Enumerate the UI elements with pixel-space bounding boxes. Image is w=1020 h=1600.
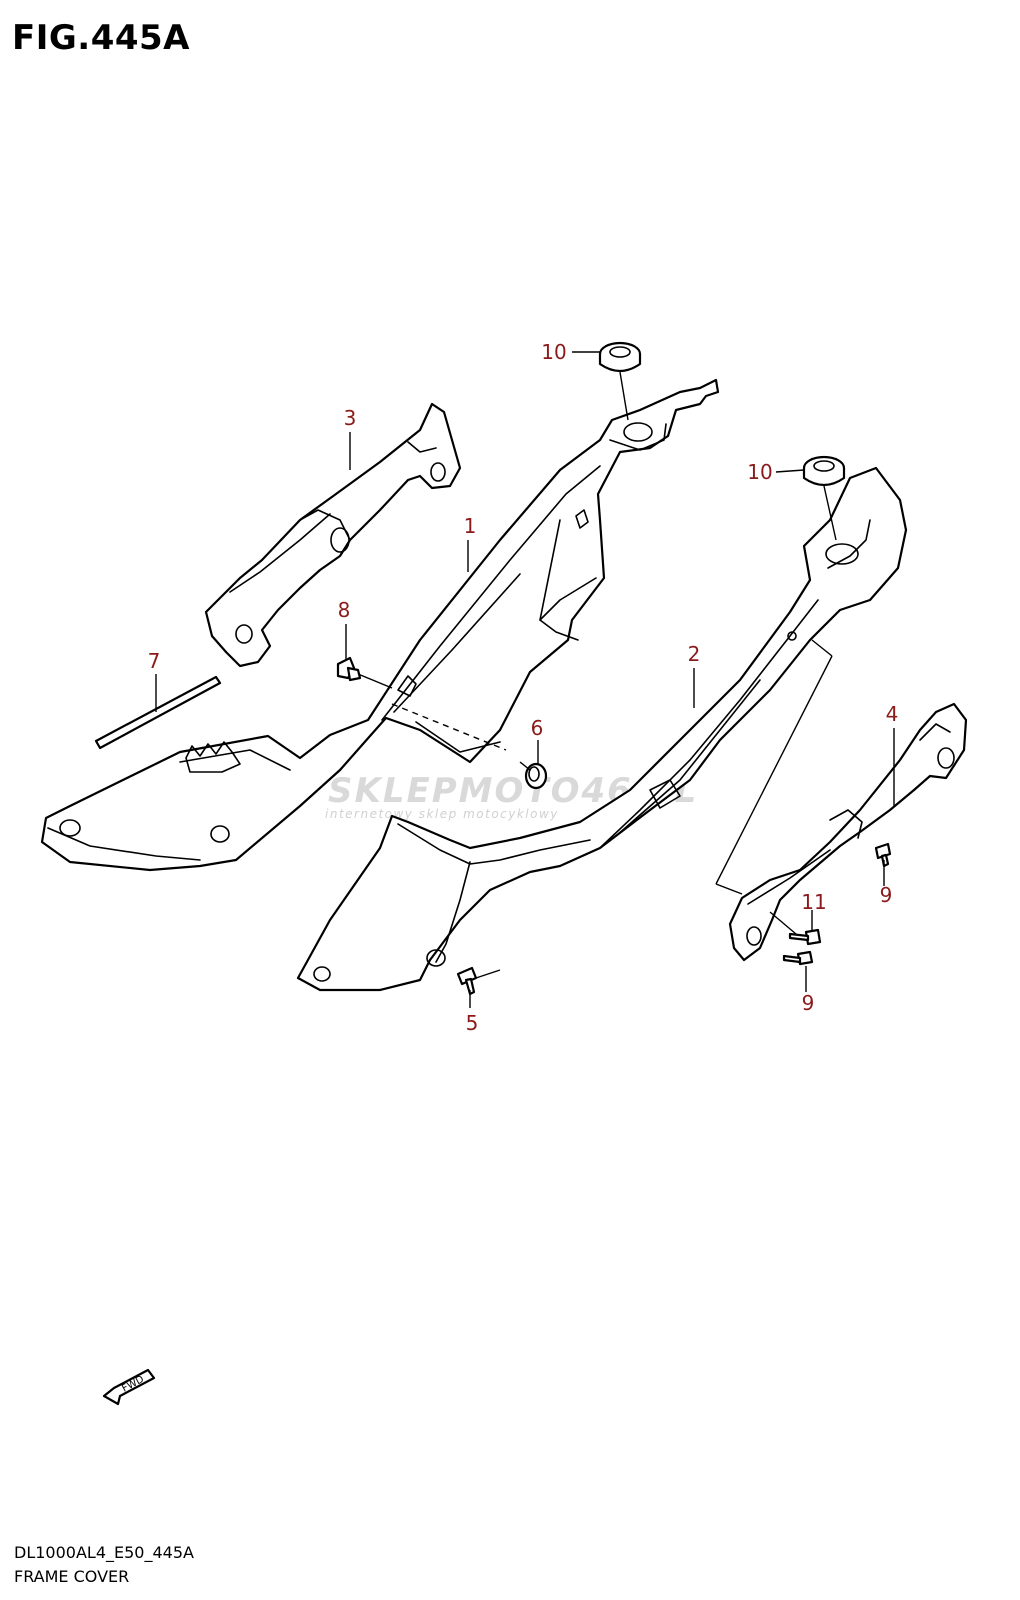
watermark-sub: internetowy sklep motocyklowy xyxy=(325,807,559,821)
part-6-grommet xyxy=(524,762,548,790)
callout-10-upper: 10 xyxy=(541,340,566,364)
leader-lines xyxy=(155,351,895,1008)
figure-caption: FRAME COVER xyxy=(14,1567,130,1586)
callouts: 1 2 3 4 5 6 7 8 9 9 10 10 11 xyxy=(148,340,899,1035)
part-4-bracket xyxy=(728,702,968,962)
fwd-label: FWD xyxy=(120,1374,146,1395)
part-11-screw xyxy=(788,928,822,946)
fwd-arrow-icon: FWD xyxy=(102,1368,156,1406)
part-5-screw xyxy=(456,966,478,996)
figure-title: FIG.445A xyxy=(12,18,190,58)
callout-8: 8 xyxy=(338,598,351,622)
part-2-right-frame-cover xyxy=(296,466,908,992)
callout-2: 2 xyxy=(688,642,701,666)
callout-3: 3 xyxy=(344,406,357,430)
callout-5: 5 xyxy=(466,1011,479,1035)
callout-4: 4 xyxy=(886,702,899,726)
part-3-bracket xyxy=(204,402,462,668)
callout-9-lower: 9 xyxy=(802,991,815,1015)
part-7-strip xyxy=(94,675,222,750)
figure-code: DL1000AL4_E50_445A xyxy=(14,1543,194,1562)
callout-10-lower: 10 xyxy=(747,460,772,484)
part-10-grommet-lower xyxy=(802,455,846,487)
part-1-left-frame-cover xyxy=(40,378,720,872)
callout-9-right: 9 xyxy=(880,883,893,907)
callout-7: 7 xyxy=(148,649,161,673)
callout-1: 1 xyxy=(464,514,477,538)
part-9-screw-right xyxy=(874,842,892,868)
part-8-clip xyxy=(336,656,362,682)
part-9-screw-lower xyxy=(782,950,814,966)
callout-11: 11 xyxy=(801,890,826,914)
callout-6: 6 xyxy=(531,716,544,740)
part-10-grommet-upper xyxy=(598,341,642,373)
